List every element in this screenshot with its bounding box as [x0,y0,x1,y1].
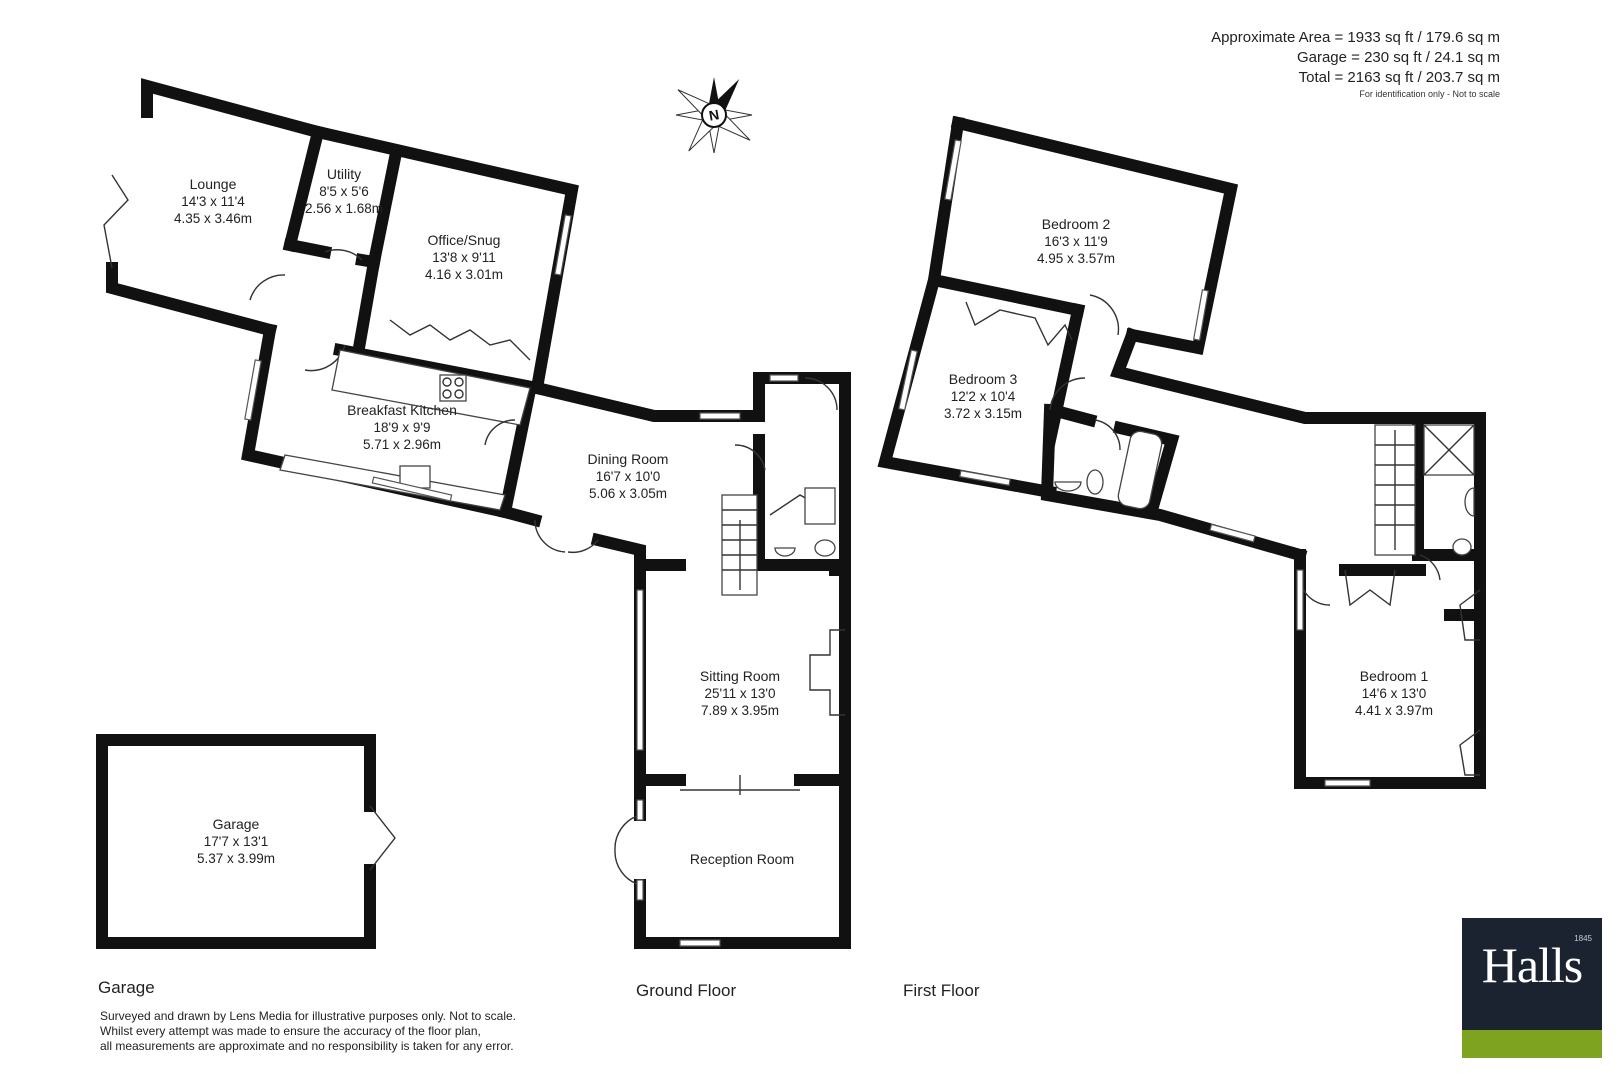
room-label-reception-room: Reception Room [689,851,795,867]
compass-icon: N [675,77,753,154]
room-label-bedroom-2: Bedroom 2 16'3 x 11'9 4.95 x 3.57m [1036,216,1116,266]
room-label-dining-room: Dining Room 16'7 x 10'0 5.06 x 3.05m [587,451,669,501]
halls-logo: Halls 1845 [1462,918,1602,1058]
floor-label-garage: Garage [98,978,155,997]
first-floor-fixtures [898,139,1481,787]
room-label-garage: Garage 17'7 x 13'1 5.37 x 3.99m [196,816,276,866]
total-area: Total = 2163 sq ft / 203.7 sq m [1298,69,1500,86]
room-label-office-snug: Office/Snug 13'8 x 9'11 4.16 x 3.01m [424,232,504,282]
garage-area: Garage = 230 sq ft / 24.1 sq m [1296,49,1500,66]
scale-note: For identification only - Not to scale [1359,89,1500,99]
area-summary: Approximate Area = 1933 sq ft / 179.6 sq… [1211,28,1500,100]
room-label-bedroom-3: Bedroom 3 12'2 x 10'4 3.72 x 3.15m [943,371,1023,421]
room-label-breakfast-kitchen: Breakfast Kitchen 18'9 x 9'9 5.71 x 2.96… [347,402,457,452]
floor-label-first: First Floor [903,981,980,1000]
logo-brand: Halls [1481,937,1584,993]
compass-letter: N [708,106,721,124]
ground-floor-fixtures [103,174,845,947]
room-label-sitting-room: Sitting Room 25'11 x 13'0 7.89 x 3.95m [699,668,781,718]
logo-year: 1845 [1574,934,1592,943]
logo-accent-bar [1462,1030,1602,1058]
room-label-utility: Utility 8'5 x 5'6 2.56 x 1.68m [304,166,384,216]
floor-label-ground: Ground Floor [636,981,737,1000]
approximate-area: Approximate Area = 1933 sq ft / 179.6 sq… [1211,29,1500,46]
room-label-bedroom-1: Bedroom 1 14'6 x 13'0 4.41 x 3.97m [1354,668,1434,718]
room-label-lounge: Lounge 14'3 x 11'4 4.35 x 3.46m [173,176,253,226]
disclaimer: Surveyed and drawn by Lens Media for ill… [100,1009,516,1053]
garage-walls [96,734,396,949]
